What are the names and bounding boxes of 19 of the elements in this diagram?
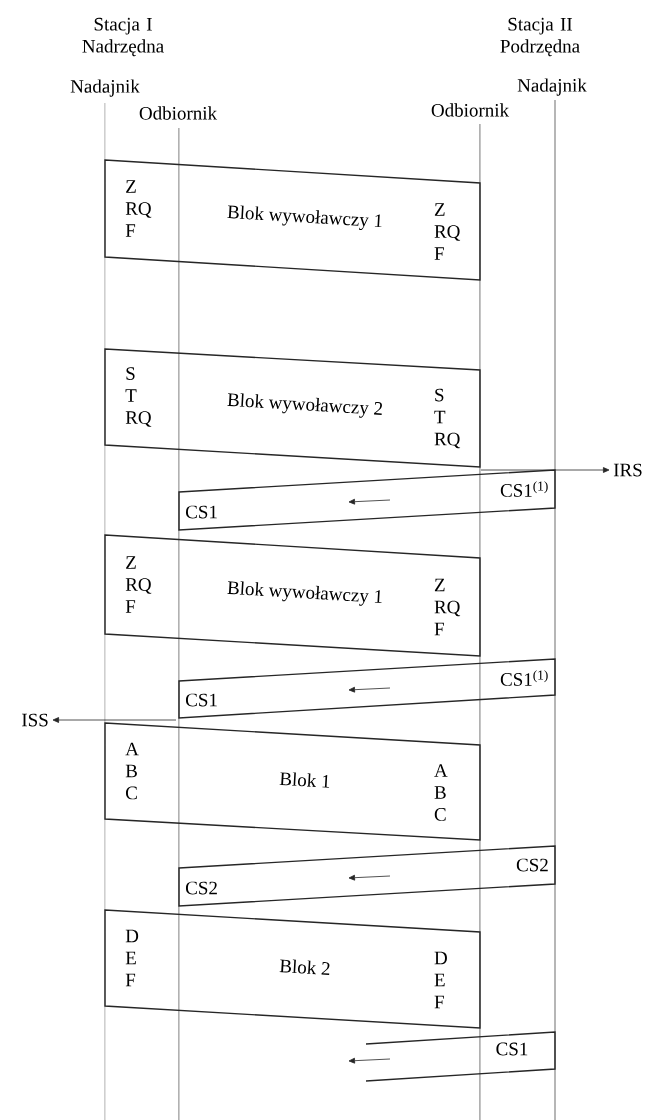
control-block: CS1 CS1$^{(1)}$ (178, 469, 556, 531)
header-label: Stacja I Nadrzędna (82, 17, 164, 57)
frame-block: A B C Blok 1 A B C (104, 722, 481, 841)
arrow (480, 467, 610, 473)
signal-label: ISS (22, 713, 48, 727)
header-label: Odbiornik (431, 103, 510, 117)
header-label: Nadajnik (70, 79, 140, 97)
control-block: CS1 (365, 1031, 556, 1082)
header-label: Odbiornik (139, 106, 218, 120)
signal-label: IRS (613, 463, 642, 477)
header-label: Nadajnik (517, 78, 587, 96)
frame-block: Z RQ F Blok wywoławczy 1 Z RQ F (104, 534, 481, 657)
header-label: Stacja II Podrzędna (500, 17, 580, 57)
control-block: CS2 CS2 (178, 845, 556, 907)
control-block: CS1 CS1$^{(1)}$ (178, 658, 556, 719)
arrow (52, 717, 177, 723)
frame-block: S T RQ Blok wywoławczy 2 S T RQ (104, 348, 481, 468)
frame-block: Z RQ F Blok wywoławczy 1 Z RQ F (104, 159, 481, 281)
frame-block: D E F Blok 2 D E F (104, 909, 481, 1029)
